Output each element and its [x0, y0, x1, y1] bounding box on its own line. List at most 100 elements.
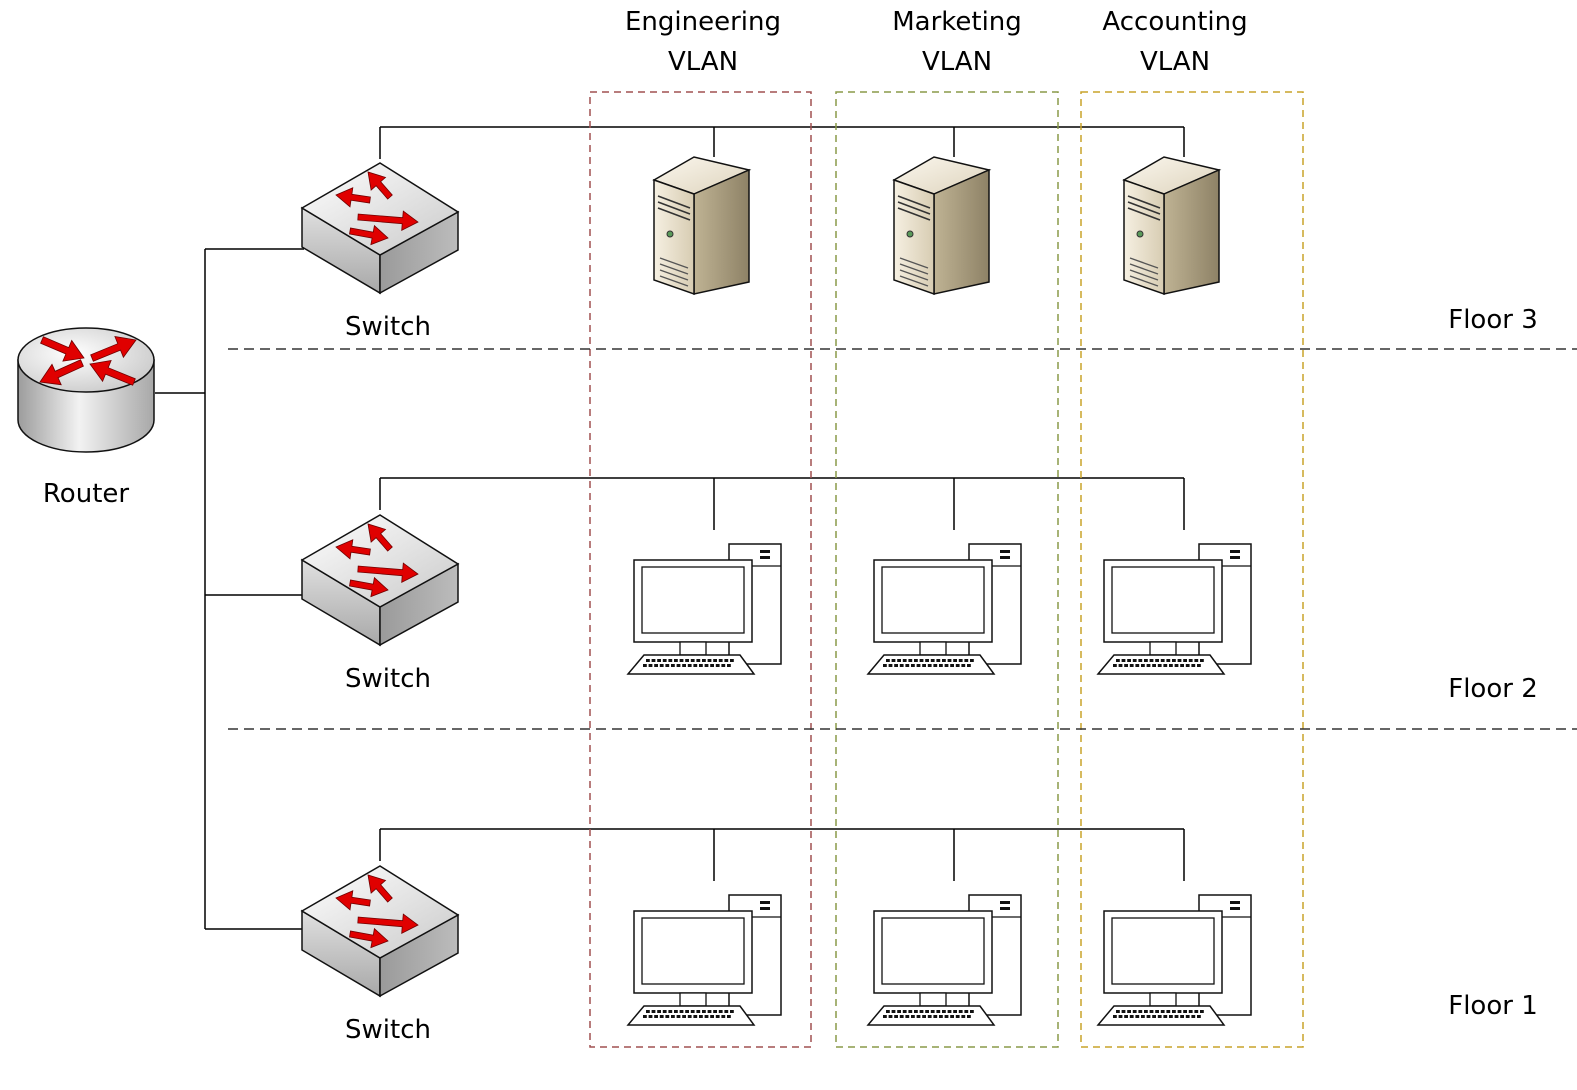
keyboard-key	[894, 664, 898, 667]
keyboard-key	[1146, 1015, 1151, 1018]
keyboard-key	[1172, 659, 1176, 662]
keyboard-key	[894, 1015, 898, 1018]
keyboard-key	[682, 664, 686, 667]
keyboard-key	[710, 664, 714, 667]
vlan-marketing-label-line2: VLAN	[922, 47, 992, 77]
switch-top	[300, 514, 460, 608]
keyboard-key	[1188, 659, 1193, 662]
network-links	[155, 126, 1185, 930]
keyboard-key	[1149, 1010, 1154, 1013]
server-vent-line	[899, 275, 929, 287]
router-arrow-in-right	[89, 359, 136, 386]
keyboard-key	[730, 1010, 734, 1013]
keyboard-key	[724, 659, 729, 662]
workstation-screen	[641, 917, 745, 985]
keyboard-key	[646, 1010, 650, 1013]
server-bay-line	[657, 207, 691, 221]
keyboard-key	[925, 659, 929, 662]
keyboard-key	[704, 664, 709, 667]
workstation-stand	[919, 992, 947, 1007]
keyboard-key	[662, 1010, 667, 1013]
switch-floor-2-label: Switch	[345, 664, 431, 694]
keyboard-key	[713, 659, 717, 662]
vlan-box-marketing	[835, 91, 1059, 1048]
keyboard-key	[888, 1015, 893, 1018]
keyboard-key	[1146, 664, 1151, 667]
keyboard-key	[1194, 659, 1199, 662]
keyboard-key	[1144, 659, 1148, 662]
switch-arrow-1	[367, 523, 393, 552]
switch-floor-3-label: Switch	[345, 312, 431, 342]
keyboard-key	[1132, 1010, 1137, 1013]
keyboard-key	[886, 659, 890, 662]
switch-arrow-4	[349, 576, 389, 598]
keyboard-key	[696, 1010, 701, 1013]
keyboard-key	[914, 1010, 918, 1013]
server-vent-line	[659, 269, 689, 281]
keyboard-key	[942, 659, 946, 662]
keyboard-key	[947, 1010, 952, 1013]
keyboard-key	[933, 1015, 938, 1018]
keyboard-key	[665, 1015, 670, 1018]
keyboard-key	[1169, 1015, 1173, 1018]
switch-top	[300, 162, 460, 256]
switch-icon-floor-1	[300, 865, 460, 998]
keyboard-key	[955, 664, 960, 667]
keyboard-key	[643, 664, 647, 667]
keyboard-key	[648, 1015, 653, 1018]
keyboard-key	[902, 659, 907, 662]
keyboard-key	[690, 659, 695, 662]
router-arrow-out-left	[39, 359, 84, 386]
keyboard-key	[1118, 664, 1123, 667]
keyboard-key	[668, 1010, 673, 1013]
keyboard-key	[1152, 1015, 1156, 1018]
floor-1-label: Floor 1	[1448, 991, 1538, 1021]
keyboard-key	[936, 659, 941, 662]
keyboard-key	[651, 1010, 656, 1013]
keyboard-key	[1174, 664, 1179, 667]
workstation-drive-slot	[1000, 901, 1010, 904]
server-led	[1136, 230, 1144, 238]
keyboard-key	[1188, 1010, 1193, 1013]
vlan-box-engineering	[589, 91, 812, 1048]
workstation-drive-slot	[1000, 556, 1010, 559]
keyboard-key	[687, 1015, 692, 1018]
keyboard-key	[1177, 659, 1182, 662]
floor-2-label: Floor 2	[1448, 674, 1538, 704]
keyboard-key	[914, 659, 918, 662]
keyboard-key	[944, 1015, 949, 1018]
vlan-accounting-label-line1: Accounting	[1102, 7, 1247, 37]
keyboard-key	[1180, 664, 1184, 667]
keyboard-key	[950, 664, 954, 667]
keyboard-key	[925, 1010, 929, 1013]
floor-dividers	[228, 348, 1577, 730]
workstation-drive-slot	[1000, 907, 1010, 910]
keyboard-key	[1200, 1010, 1204, 1013]
keyboard-key	[699, 1015, 703, 1018]
keyboard-key	[693, 1015, 698, 1018]
keyboard-key	[916, 1015, 921, 1018]
keyboard-key	[964, 659, 969, 662]
keyboard-key	[1113, 664, 1117, 667]
workstation-drive-slot	[1230, 901, 1240, 904]
vlan-accounting-label-line2: VLAN	[1140, 47, 1210, 77]
keyboard-key	[1127, 659, 1131, 662]
keyboard-key	[1157, 1015, 1162, 1018]
keyboard-key	[1124, 1015, 1128, 1018]
workstation-drive-slot	[1000, 550, 1010, 553]
server-bay-line	[897, 195, 931, 209]
switch-arrow-1	[367, 874, 393, 903]
server-bay-line	[897, 207, 931, 221]
workstation-stand	[1149, 641, 1177, 656]
workstation-icon-floor-2-col-1	[866, 543, 1022, 675]
keyboard-key	[1129, 664, 1134, 667]
devices	[17, 156, 1252, 1026]
switch-arrow-3	[357, 562, 419, 583]
keyboard-key	[883, 664, 887, 667]
workstation-icon-floor-2-col-0	[626, 543, 782, 675]
keyboard-key	[1138, 659, 1143, 662]
keyboard-key	[908, 1010, 913, 1013]
keyboard-key	[899, 1015, 904, 1018]
keyboard-key	[1183, 1010, 1187, 1013]
